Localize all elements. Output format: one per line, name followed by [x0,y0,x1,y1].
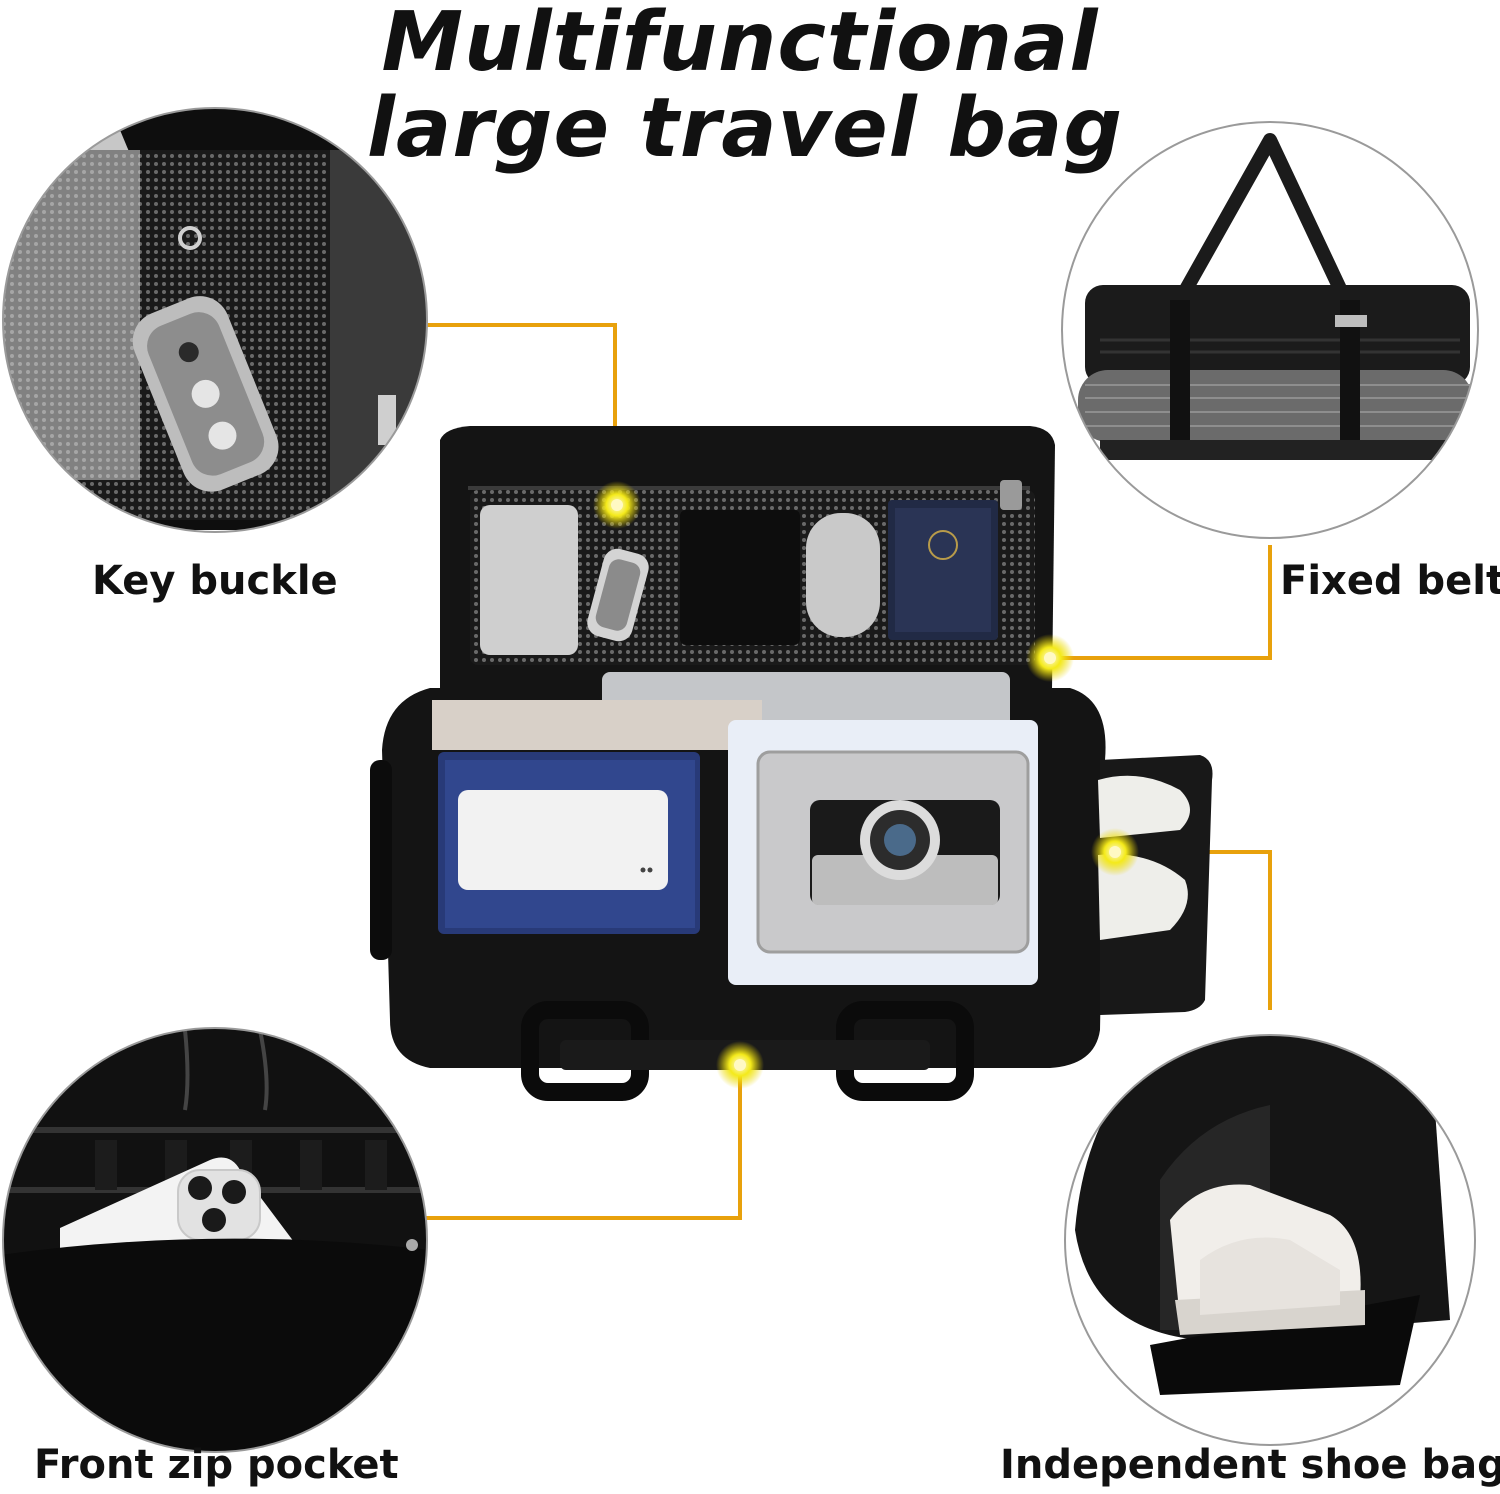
title-line-2: large travel bag [366,81,1124,176]
fixed-belt-closeup [1062,122,1478,538]
front-pocket-closeup [3,1028,427,1452]
phone-pocket-icon [60,1157,300,1250]
key-fob-icon [132,296,279,492]
feature-label-front-zip-pocket: Front zip pocket [34,1442,399,1488]
callout-dots [593,481,1139,1089]
feature-label-independent-shoe-bag: Independent shoe bag [1000,1442,1500,1488]
key-buckle-closeup [3,108,427,530]
strap-icon [1173,133,1357,313]
feature-label-fixed-belt: Fixed belt [1280,558,1500,604]
feature-label-key-buckle: Key buckle [92,558,338,604]
title-line-1: Multifunctional [381,0,1099,90]
open-duffel-bag [370,426,1213,1101]
shoe-bag-closeup [1065,1035,1475,1445]
callout-line-front-pocket [425,1065,742,1220]
callout-line-fixed-belt [1050,545,1272,660]
